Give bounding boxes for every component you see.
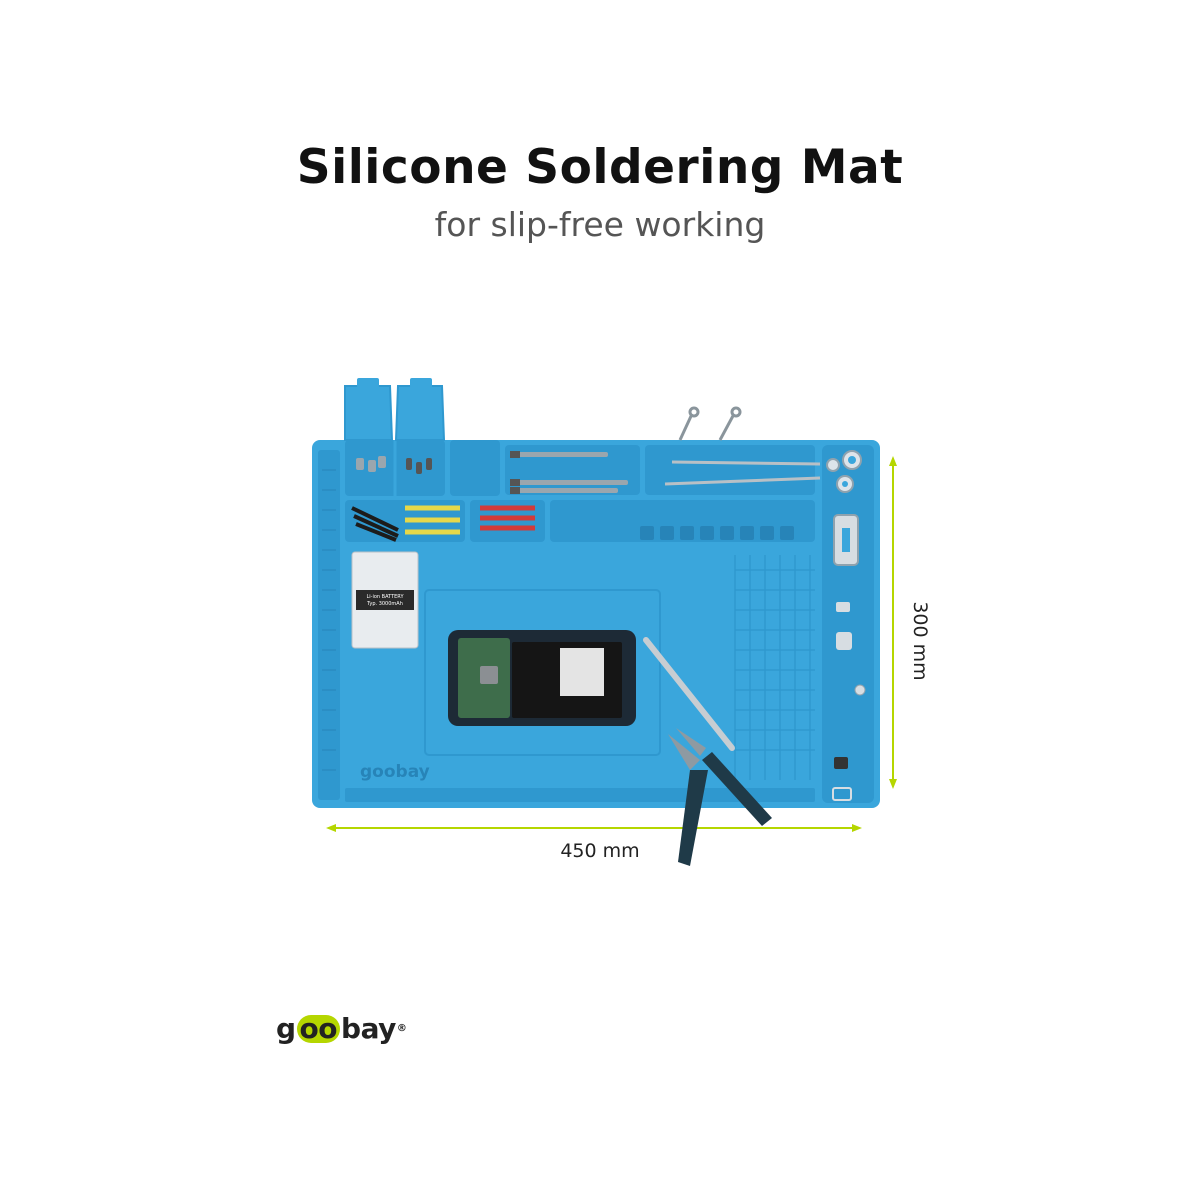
smartphone xyxy=(448,630,636,726)
goobay-logo: g oo bay ® xyxy=(276,1012,407,1045)
width-dimension-line xyxy=(326,824,862,832)
probes xyxy=(678,406,742,441)
logo-registered-mark: ® xyxy=(396,1023,407,1034)
battery xyxy=(351,551,419,649)
mat-imprint-logo: goobay xyxy=(360,762,430,782)
battery-label: Li-ion BATTERY Typ. 3000mAh xyxy=(356,594,414,608)
pliers xyxy=(668,728,772,866)
width-dimension-label: 450 mm xyxy=(560,840,640,862)
height-dimension-label: 300 mm xyxy=(909,601,931,681)
heat-shrink-tubes xyxy=(351,505,535,542)
height-dimension-line xyxy=(889,456,897,789)
spudger xyxy=(643,637,735,751)
battery-label-sub: Typ. 3000mAh xyxy=(367,601,403,607)
logo-text-start: g xyxy=(276,1012,296,1045)
page-subtitle: for slip-free working xyxy=(434,205,766,244)
logo-text-oo: oo xyxy=(296,1014,341,1043)
logo-text-end: bay xyxy=(341,1012,396,1045)
screwdrivers xyxy=(510,451,628,494)
screws-parts xyxy=(356,456,432,474)
tweezers xyxy=(664,460,821,486)
battery-label-main: Li-ion BATTERY xyxy=(366,594,404,600)
page-title: Silicone Soldering Mat xyxy=(296,140,904,195)
